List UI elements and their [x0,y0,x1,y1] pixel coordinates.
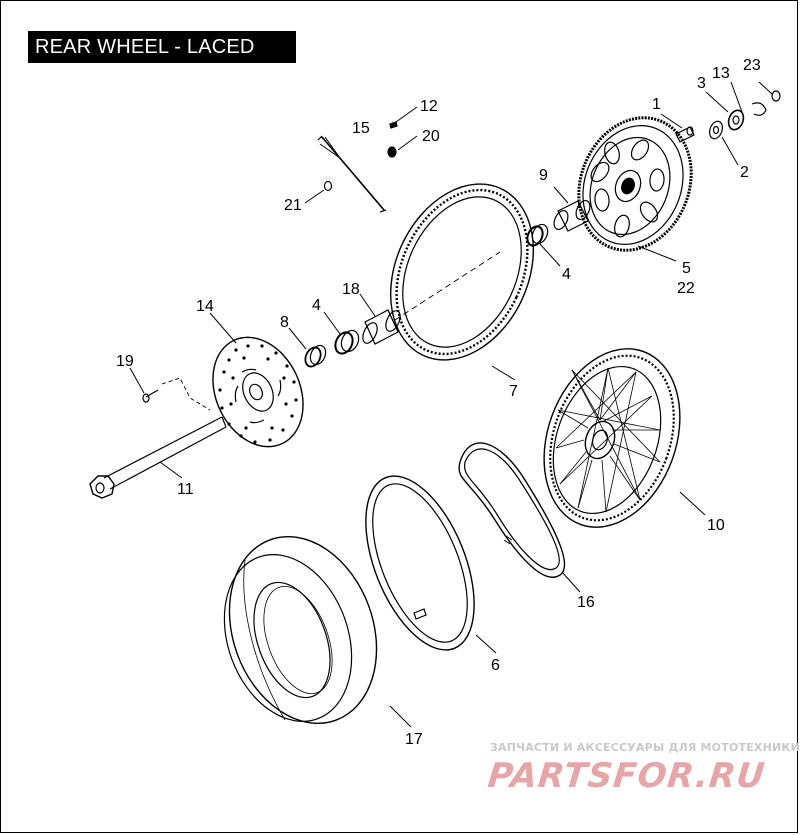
callout-5: 5 [682,260,691,277]
screw-19 [142,377,211,411]
callout-15: 15 [352,120,370,137]
callout-11: 11 [177,481,194,498]
drive-belt [458,442,566,578]
watermark-logo: PARTSFOR.RU [485,756,768,796]
callout-4-upper: 4 [562,266,571,283]
callout-23: 23 [743,57,761,74]
rim [389,183,535,361]
callout-12: 12 [420,98,438,115]
callouts: 1 2 3 13 23 9 4 5 22 12 15 20 21 7 18 4 … [116,57,761,748]
spacer-18 [362,309,401,345]
callout-19: 19 [116,353,134,370]
callout-20: 20 [422,128,440,145]
callout-9: 9 [539,167,548,184]
leader-lines [129,81,773,728]
rear-sprocket [577,116,693,252]
callout-14: 14 [196,298,214,315]
watermark-caption: ЗАПЧАСТИ И АКСЕССУАРЫ ДЛЯ МОТОТЕХНИКИ [490,741,800,754]
callout-7: 7 [509,383,518,400]
hardware-top-center [317,121,398,213]
callout-10: 10 [707,517,725,534]
axle [89,416,227,499]
callout-22: 22 [677,280,695,297]
callout-2: 2 [740,164,749,181]
bearing-4-upper [526,223,549,247]
callout-6: 6 [491,657,500,674]
tire [223,535,378,725]
hardware-top-right [675,90,781,143]
callout-8: 8 [280,314,289,331]
callout-21: 21 [284,197,302,214]
laced-wheel [543,348,681,528]
callout-1: 1 [652,96,661,113]
diagram-title: REAR WHEEL - LACED [28,31,296,63]
callout-16: 16 [577,594,595,611]
callout-4-lower: 4 [312,297,321,314]
seal-8 [304,344,327,368]
callout-3: 3 [697,75,706,92]
inner-tube [365,475,475,651]
callout-18: 18 [342,281,360,298]
callout-17: 17 [405,731,423,748]
bearing-4-lower [334,329,360,355]
callout-13: 13 [712,65,730,82]
spacer-9 [553,199,591,232]
